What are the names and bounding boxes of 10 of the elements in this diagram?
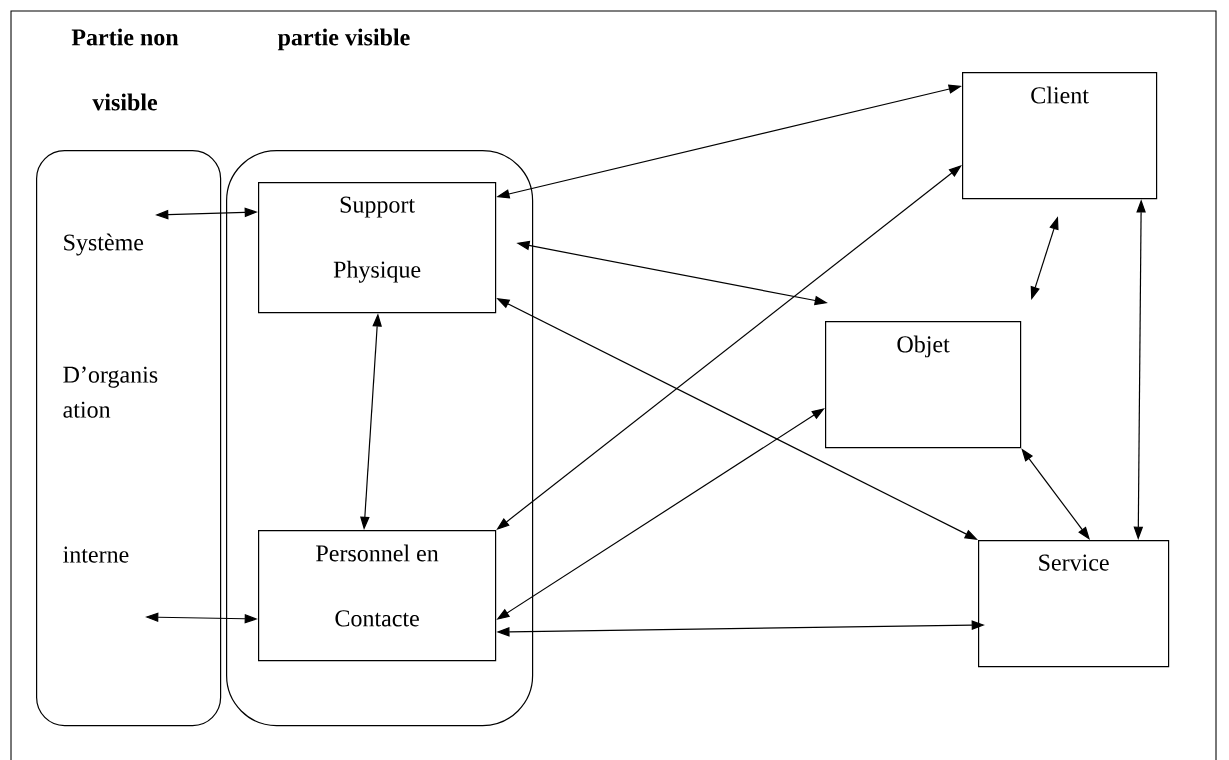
panel-text: Système — [64, 233, 144, 256]
heading: partie visible — [277, 28, 410, 51]
panel-text: D’organis ation — [63, 366, 158, 418]
panel-text: interne — [63, 546, 129, 563]
process-box: Objet — [825, 321, 1022, 449]
process-box: Personnel en Contacte — [258, 530, 497, 662]
process-box: Service — [978, 540, 1170, 668]
process-box: Client — [962, 72, 1158, 200]
heading: Partie non visible — [71, 28, 179, 111]
process-box: Support Physique — [258, 182, 497, 314]
